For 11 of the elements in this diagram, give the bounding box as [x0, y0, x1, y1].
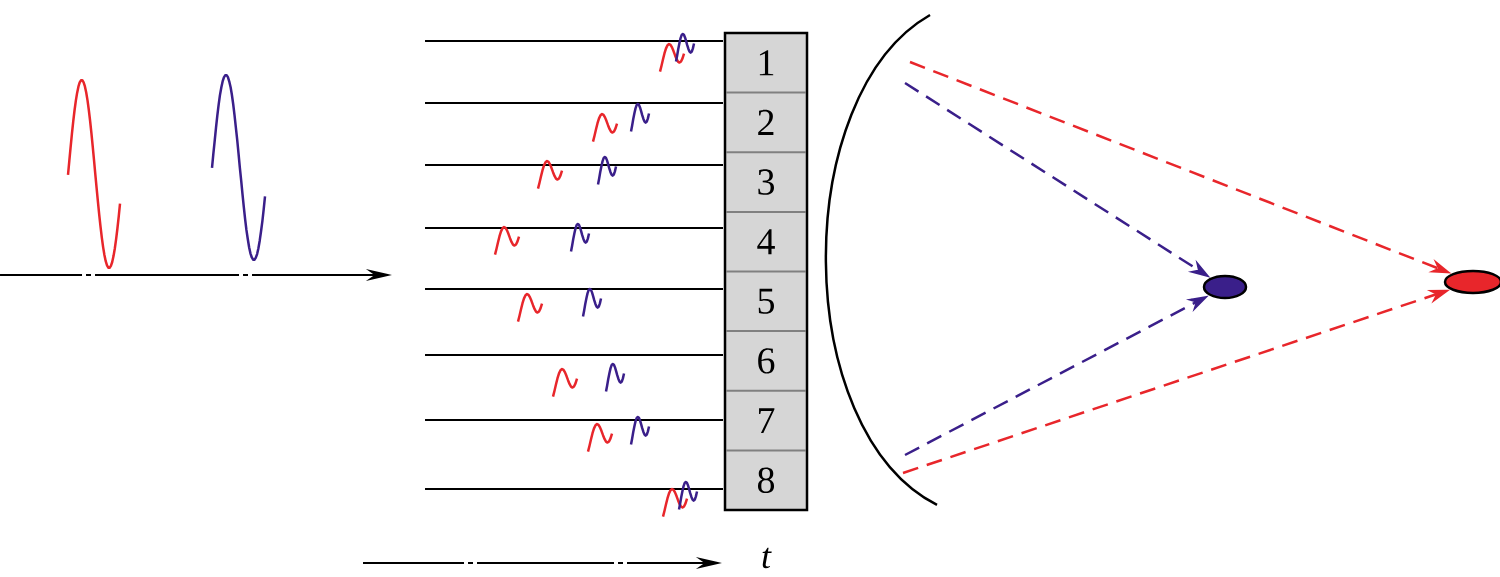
- cell-number: 8: [758, 467, 775, 493]
- cell-number: 7: [759, 408, 775, 433]
- cell-number: 6: [758, 348, 775, 374]
- cell-number: 1: [759, 50, 774, 76]
- cell-number: 2: [758, 109, 774, 135]
- cell-number: 3: [758, 169, 774, 195]
- focus-spot: [1202, 274, 1248, 300]
- focus-spot: [1443, 269, 1500, 295]
- axis-label: t: [762, 547, 772, 569]
- cell-number: 4: [757, 229, 775, 255]
- cell-number: 5: [758, 288, 774, 314]
